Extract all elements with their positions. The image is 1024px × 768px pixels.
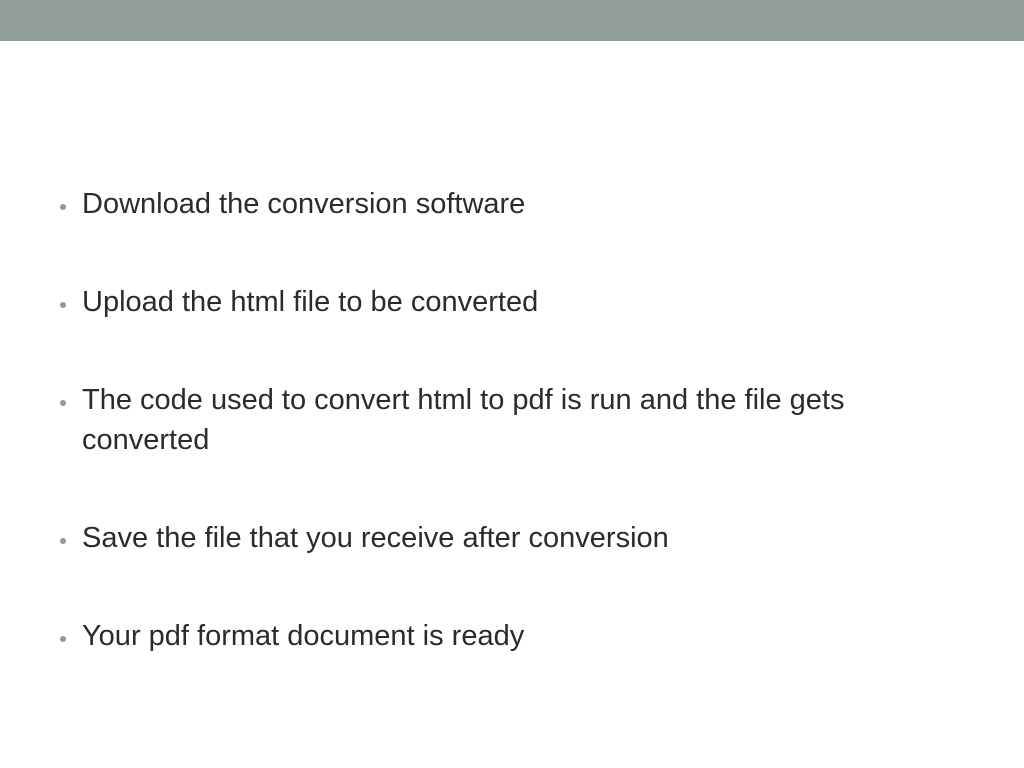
- bullet-text: Your pdf format document is ready: [82, 620, 525, 652]
- bullet-text: Save the file that you receive after con…: [82, 522, 669, 554]
- bullet-item: Upload the html file to be converted: [58, 282, 958, 322]
- bullet-icon: [60, 204, 66, 210]
- bullet-item: The code used to convert html to pdf is …: [58, 380, 958, 460]
- bullet-item: Download the conversion software: [58, 184, 958, 224]
- bullet-list: Download the conversion software Upload …: [58, 184, 958, 714]
- bullet-item: Save the file that you receive after con…: [58, 518, 958, 558]
- bullet-item: Your pdf format document is ready: [58, 616, 958, 656]
- bullet-text: Download the conversion software: [82, 188, 526, 220]
- bullet-text: Upload the html file to be converted: [82, 286, 539, 318]
- bullet-icon: [60, 302, 66, 308]
- bullet-text: The code used to convert html to pdf is …: [82, 384, 845, 456]
- bullet-icon: [60, 538, 66, 544]
- bullet-icon: [60, 636, 66, 642]
- top-accent-bar: [0, 0, 1024, 41]
- bullet-icon: [60, 400, 66, 406]
